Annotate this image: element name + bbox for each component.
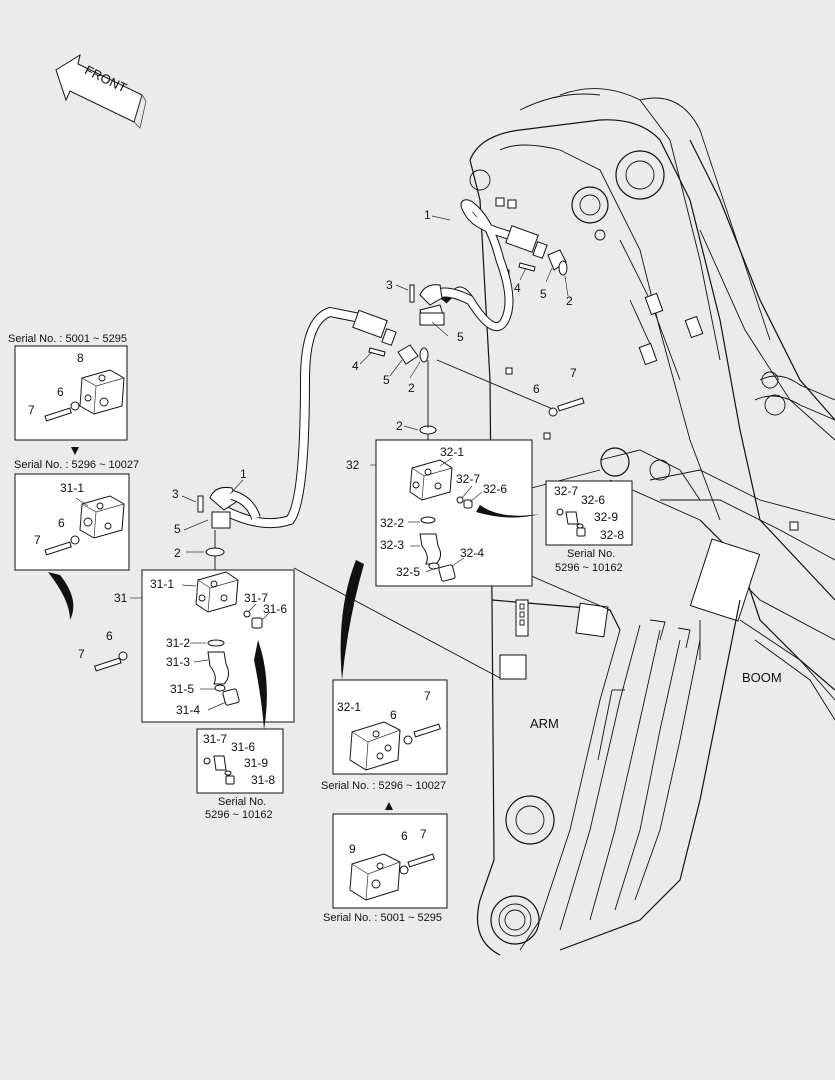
serial-captions: Serial No. : 5001 ~ 5295 Serial No. : 52… — [8, 333, 623, 924]
callout-1: 1 — [424, 208, 431, 222]
serial-caption-right-small-range: 5296 ~ 10162 — [555, 562, 623, 574]
serial-caption-left-small-range: 5296 ~ 10162 — [205, 809, 273, 821]
callout-31-3: 31-3 — [166, 655, 190, 669]
callout-32-2: 32-2 — [380, 516, 404, 530]
callout-32-4: 32-4 — [460, 546, 484, 560]
callout-6: 6 — [106, 629, 113, 643]
callout-2: 2 — [396, 419, 403, 433]
callout-4: 4 — [514, 281, 521, 295]
callout-2: 2 — [408, 381, 415, 395]
callout-5: 5 — [174, 522, 181, 536]
swoosh-arrows — [48, 505, 540, 730]
callout-2: 2 — [174, 546, 181, 560]
callout-31-7: 31-7 — [203, 732, 227, 746]
serial-caption-left-small: Serial No. — [218, 796, 266, 808]
callout-6: 6 — [533, 382, 540, 396]
callout-32-5: 32-5 — [396, 565, 420, 579]
callout-7: 7 — [570, 366, 577, 380]
callout-32-6: 32-6 — [581, 493, 605, 507]
callout-7: 7 — [34, 533, 41, 547]
callout-1: 1 — [240, 467, 247, 481]
callout-32-1: 32-1 — [337, 700, 361, 714]
callout-3: 3 — [386, 278, 393, 292]
inset-center-mid — [332, 679, 448, 810]
hose-left — [209, 284, 473, 529]
callout-31-6: 31-6 — [263, 602, 287, 616]
callout-32-9: 32-9 — [594, 510, 618, 524]
callout-5: 5 — [540, 287, 547, 301]
serial-caption-center-mid: Serial No. : 5296 ~ 10027 — [321, 780, 446, 792]
box-32 — [375, 397, 585, 587]
callout-31-9: 31-9 — [244, 756, 268, 770]
callout-labels: 1 1 2 2 2 2 3 3 4 4 5 5 5 5 6 6 6 6 6 7 … — [28, 208, 624, 856]
callout-32-7: 32-7 — [554, 484, 578, 498]
callout-31-7: 31-7 — [244, 591, 268, 605]
serial-caption-left-top: Serial No. : 5001 ~ 5295 — [8, 333, 127, 345]
callout-6: 6 — [390, 708, 397, 722]
inset-left-top — [14, 345, 128, 455]
serial-caption-left-mid: Serial No. : 5296 ~ 10027 — [14, 459, 139, 471]
callout-32: 32 — [346, 458, 360, 472]
callout-32-1: 32-1 — [440, 445, 464, 459]
callout-32-3: 32-3 — [380, 538, 404, 552]
callout-5: 5 — [383, 373, 390, 387]
callout-5: 5 — [457, 330, 464, 344]
callout-32-7: 32-7 — [456, 472, 480, 486]
fittings-upper — [197, 260, 568, 557]
front-arrow: FRONT — [55, 53, 147, 129]
callout-31-1: 31-1 — [150, 577, 174, 591]
callout-31-4: 31-4 — [176, 703, 200, 717]
inset-left-small — [196, 728, 284, 794]
callout-6: 6 — [57, 385, 64, 399]
hose-right — [450, 199, 567, 332]
inset-right-small — [545, 480, 633, 546]
serial-caption-right-small: Serial No. — [567, 548, 615, 560]
arm-label: ARM — [530, 716, 559, 731]
callout-3: 3 — [172, 487, 179, 501]
callout-6: 6 — [58, 516, 65, 530]
inset-left-mid — [14, 473, 130, 571]
callout-7: 7 — [78, 647, 85, 661]
callout-31-2: 31-2 — [166, 636, 190, 650]
callout-32-6: 32-6 — [483, 482, 507, 496]
callout-32-8: 32-8 — [600, 528, 624, 542]
callout-8: 8 — [77, 351, 84, 365]
callout-31-8: 31-8 — [251, 773, 275, 787]
serial-caption-center-bottom: Serial No. : 5001 ~ 5295 — [323, 912, 442, 924]
callout-6: 6 — [401, 829, 408, 843]
callout-7: 7 — [28, 403, 35, 417]
callout-7: 7 — [420, 827, 427, 841]
callout-7: 7 — [424, 689, 431, 703]
inset-center-bottom — [332, 813, 448, 909]
callout-31: 31 — [114, 591, 128, 605]
callout-31-5: 31-5 — [170, 682, 194, 696]
callout-31-1: 31-1 — [60, 481, 84, 495]
callout-9: 9 — [349, 842, 356, 856]
box-31 — [94, 569, 295, 723]
callout-31-6: 31-6 — [231, 740, 255, 754]
callout-4: 4 — [352, 359, 359, 373]
boom-label: BOOM — [742, 670, 782, 685]
callout-2: 2 — [566, 294, 573, 308]
